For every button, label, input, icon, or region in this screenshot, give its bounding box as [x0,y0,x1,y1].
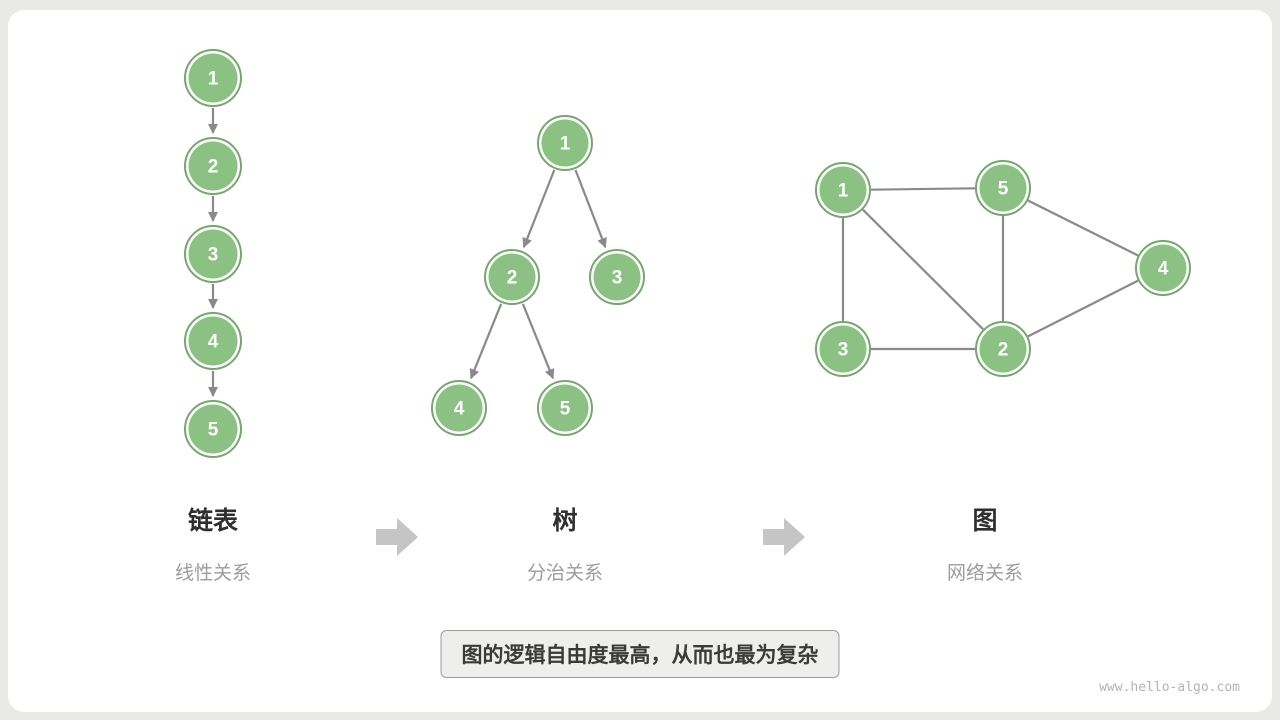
graph-node: 3 [815,321,871,377]
linked-list-node: 5 [184,400,242,458]
linked-list-node: 3 [184,225,242,283]
node-label: 4 [1158,259,1169,280]
node-label: 4 [454,399,465,420]
node-label: 2 [507,268,518,289]
section-title-graph: 图 [972,507,998,535]
node-label: 4 [208,332,219,353]
tree-diagram: 1 2 3 4 5 [431,115,645,436]
node-label: 3 [612,268,623,289]
graph-node: 4 [1135,240,1191,296]
tree-node: 5 [537,380,593,436]
linked-list-node: 2 [184,137,242,195]
tree-edge [574,169,607,249]
linked-list-node: 4 [184,312,242,370]
node-label: 1 [838,181,849,202]
node-label: 3 [208,245,219,266]
node-label: 5 [208,420,219,441]
graph-diagram: 1 5 4 3 2 [815,160,1191,377]
node-label: 2 [208,157,219,178]
linked-list-diagram: 1 2 3 4 5 [184,49,242,458]
graph-node: 1 [815,162,871,218]
section-subtitle-linked-list: 线性关系 [174,563,251,584]
node-label: 2 [998,340,1009,361]
flow-arrow-icon [763,518,805,556]
section-subtitle-graph: 网络关系 [946,563,1023,584]
tree-node: 4 [431,380,487,436]
graph-edge [1027,199,1139,257]
tree-node: 2 [484,249,540,305]
tree-edge [469,303,503,380]
tree-node: 1 [537,115,593,171]
section-subtitle-tree: 分治关系 [526,563,603,584]
diagram-nodes-layer: 1 2 3 4 5 1 2 3 4 5 1 5 4 3 2 [184,49,1191,458]
graph-edge [1027,279,1139,338]
tree-edge [521,303,555,380]
caption-box: 图的逻辑自由度最高，从而也最为复杂 [440,630,840,678]
graph-edge [870,187,976,191]
flow-arrow-icon [376,518,418,556]
watermark: www.hello-algo.com [1099,680,1240,695]
node-label: 5 [998,179,1009,200]
node-label: 5 [560,399,571,420]
section-title-linked-list: 链表 [187,507,238,535]
tree-node: 3 [589,249,645,305]
graph-node: 2 [975,321,1031,377]
graph-edge [862,208,984,331]
linked-list-node: 1 [184,49,242,107]
graph-node: 5 [975,160,1031,216]
section-title-tree: 树 [552,507,578,535]
tree-edge [522,169,556,249]
node-label: 3 [838,340,849,361]
node-label: 1 [560,134,571,155]
node-label: 1 [208,69,219,90]
